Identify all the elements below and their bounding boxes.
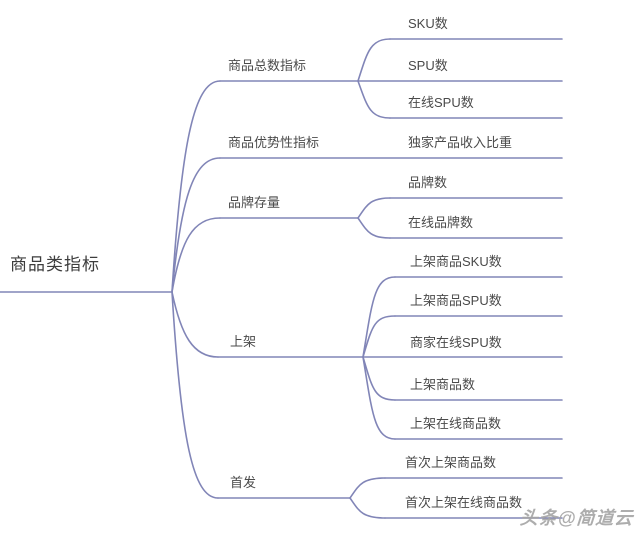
node-leaf-exclusive-revenue-share[interactable]: 独家产品收入比重: [408, 135, 513, 150]
connector-branch2-child0: [357, 197, 391, 219]
node-branch-product-advantage[interactable]: 商品优势性指标: [228, 135, 320, 150]
connector-branch4-child0: [349, 477, 386, 499]
connector-root-to-branch1: [171, 157, 221, 293]
connector-branch3-child1: [362, 315, 396, 358]
node-leaf-brand-count[interactable]: 品牌数: [408, 175, 448, 190]
connector-branch3-child0: [362, 276, 396, 358]
connector-root-to-branch3: [171, 291, 219, 358]
node-root[interactable]: 商品类指标: [10, 255, 100, 274]
connector-branch0-child0: [357, 38, 391, 82]
node-branch-brand-stock[interactable]: 品牌存量: [228, 195, 281, 210]
node-branch-product-total[interactable]: 商品总数指标: [228, 58, 307, 73]
connector-branch3-child3: [362, 356, 396, 401]
connector-root-to-branch0: [171, 80, 221, 293]
node-leaf-onshelf-product-count[interactable]: 上架商品数: [410, 377, 476, 392]
node-leaf-spu-count[interactable]: SPU数: [408, 58, 448, 73]
connector-branch3-child4: [362, 356, 396, 440]
node-leaf-sku-count[interactable]: SKU数: [408, 16, 448, 31]
node-leaf-first-onshelf-online-product-count[interactable]: 首次上架在线商品数: [405, 495, 523, 510]
node-leaf-online-brand-count[interactable]: 在线品牌数: [408, 215, 474, 230]
node-leaf-online-spu-count[interactable]: 在线SPU数: [408, 95, 474, 110]
connector-branch4-child1: [349, 497, 386, 519]
node-branch-first-launch[interactable]: 首发: [230, 475, 257, 490]
connector-root-to-branch2: [171, 217, 221, 293]
node-branch-on-shelf[interactable]: 上架: [230, 334, 257, 349]
node-leaf-first-onshelf-product-count[interactable]: 首次上架商品数: [405, 455, 497, 470]
node-leaf-onshelf-online-product-count[interactable]: 上架在线商品数: [410, 416, 502, 431]
watermark: 头条@简道云: [519, 508, 635, 528]
connector-root-to-branch4: [171, 291, 219, 499]
connector-branch0-child2: [357, 80, 391, 119]
node-leaf-onshelf-spu-count[interactable]: 上架商品SPU数: [410, 293, 502, 308]
connector-branch2-child1: [357, 217, 391, 239]
node-leaf-onshelf-sku-count[interactable]: 上架商品SKU数: [410, 254, 502, 269]
node-leaf-merchant-online-spu-count[interactable]: 商家在线SPU数: [410, 335, 502, 350]
